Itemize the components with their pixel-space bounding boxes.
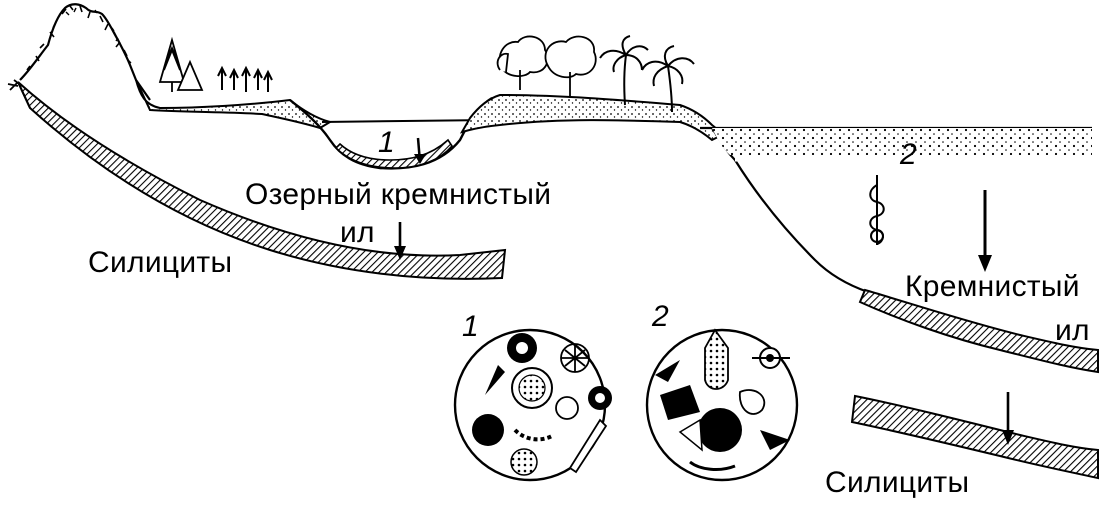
lake-marker: 1 <box>378 126 395 159</box>
marine-silt-layer <box>858 288 1099 374</box>
small-tree-icon <box>217 65 273 92</box>
spiral-organism-icon <box>869 175 885 245</box>
sinking-arrow-icon <box>394 222 406 260</box>
shrub-icon <box>7 79 23 91</box>
microfossil-view-sea <box>645 328 799 482</box>
marine-silt-label: Кремнистый <box>905 270 1080 303</box>
silicites-left-label: Силициты <box>88 246 233 279</box>
marine-silt-label-2: ил <box>1055 314 1090 347</box>
micro-lake-marker: 1 <box>462 310 479 343</box>
sinking-arrow-icon <box>978 190 992 272</box>
sea <box>700 126 1093 294</box>
mountain <box>19 3 151 101</box>
sinking-arrow-icon <box>1002 392 1014 445</box>
micro-sea-marker: 2 <box>652 300 669 333</box>
silicites-right-label: Силициты <box>825 466 970 499</box>
land-sediment-left <box>135 79 333 130</box>
silicite-layer-right <box>850 394 1099 480</box>
palm-tree-icon <box>599 35 695 113</box>
lake-silt-label-2: ил <box>340 216 375 249</box>
microfossil-view-lake <box>453 328 612 482</box>
silicite-layer-left <box>17 81 507 280</box>
lake-silt-label: Озерный кремнистый <box>245 178 552 211</box>
deciduous-tree-icon <box>496 35 597 98</box>
sea-marker: 2 <box>900 138 917 171</box>
conifer-tree-icon <box>158 36 204 92</box>
land-sediment-middle <box>459 93 724 142</box>
